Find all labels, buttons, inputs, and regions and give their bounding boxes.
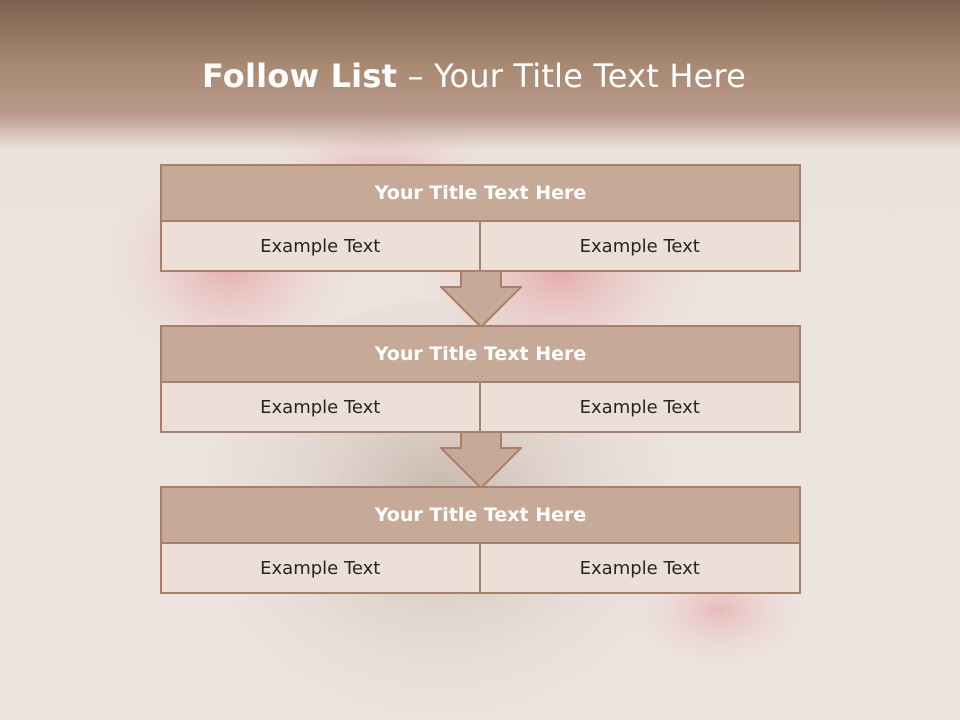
step-row: Example Text Example Text	[160, 383, 801, 433]
step-block-1: Your Title Text Here Example Text Exampl…	[160, 164, 801, 272]
step-cell-right: Example Text	[478, 383, 801, 433]
step-cell-right: Example Text	[478, 222, 801, 272]
step-cell-right: Example Text	[478, 544, 801, 594]
step-cell-left: Example Text	[160, 544, 481, 594]
down-arrow-icon	[440, 431, 522, 489]
down-arrow-icon	[440, 270, 522, 328]
step-cell-left: Example Text	[160, 383, 481, 433]
step-row: Example Text Example Text	[160, 222, 801, 272]
header-band	[0, 0, 960, 150]
step-row: Example Text Example Text	[160, 544, 801, 594]
step-title: Your Title Text Here	[160, 164, 801, 222]
step-block-2: Your Title Text Here Example Text Exampl…	[160, 325, 801, 433]
step-title: Your Title Text Here	[160, 486, 801, 544]
slide-title-strong: Follow List	[202, 57, 398, 95]
slide-title: Follow List – Your Title Text Here	[202, 56, 746, 96]
step-block-3: Your Title Text Here Example Text Exampl…	[160, 486, 801, 594]
step-cell-left: Example Text	[160, 222, 481, 272]
slide-title-rest: – Your Title Text Here	[407, 57, 747, 95]
step-title: Your Title Text Here	[160, 325, 801, 383]
